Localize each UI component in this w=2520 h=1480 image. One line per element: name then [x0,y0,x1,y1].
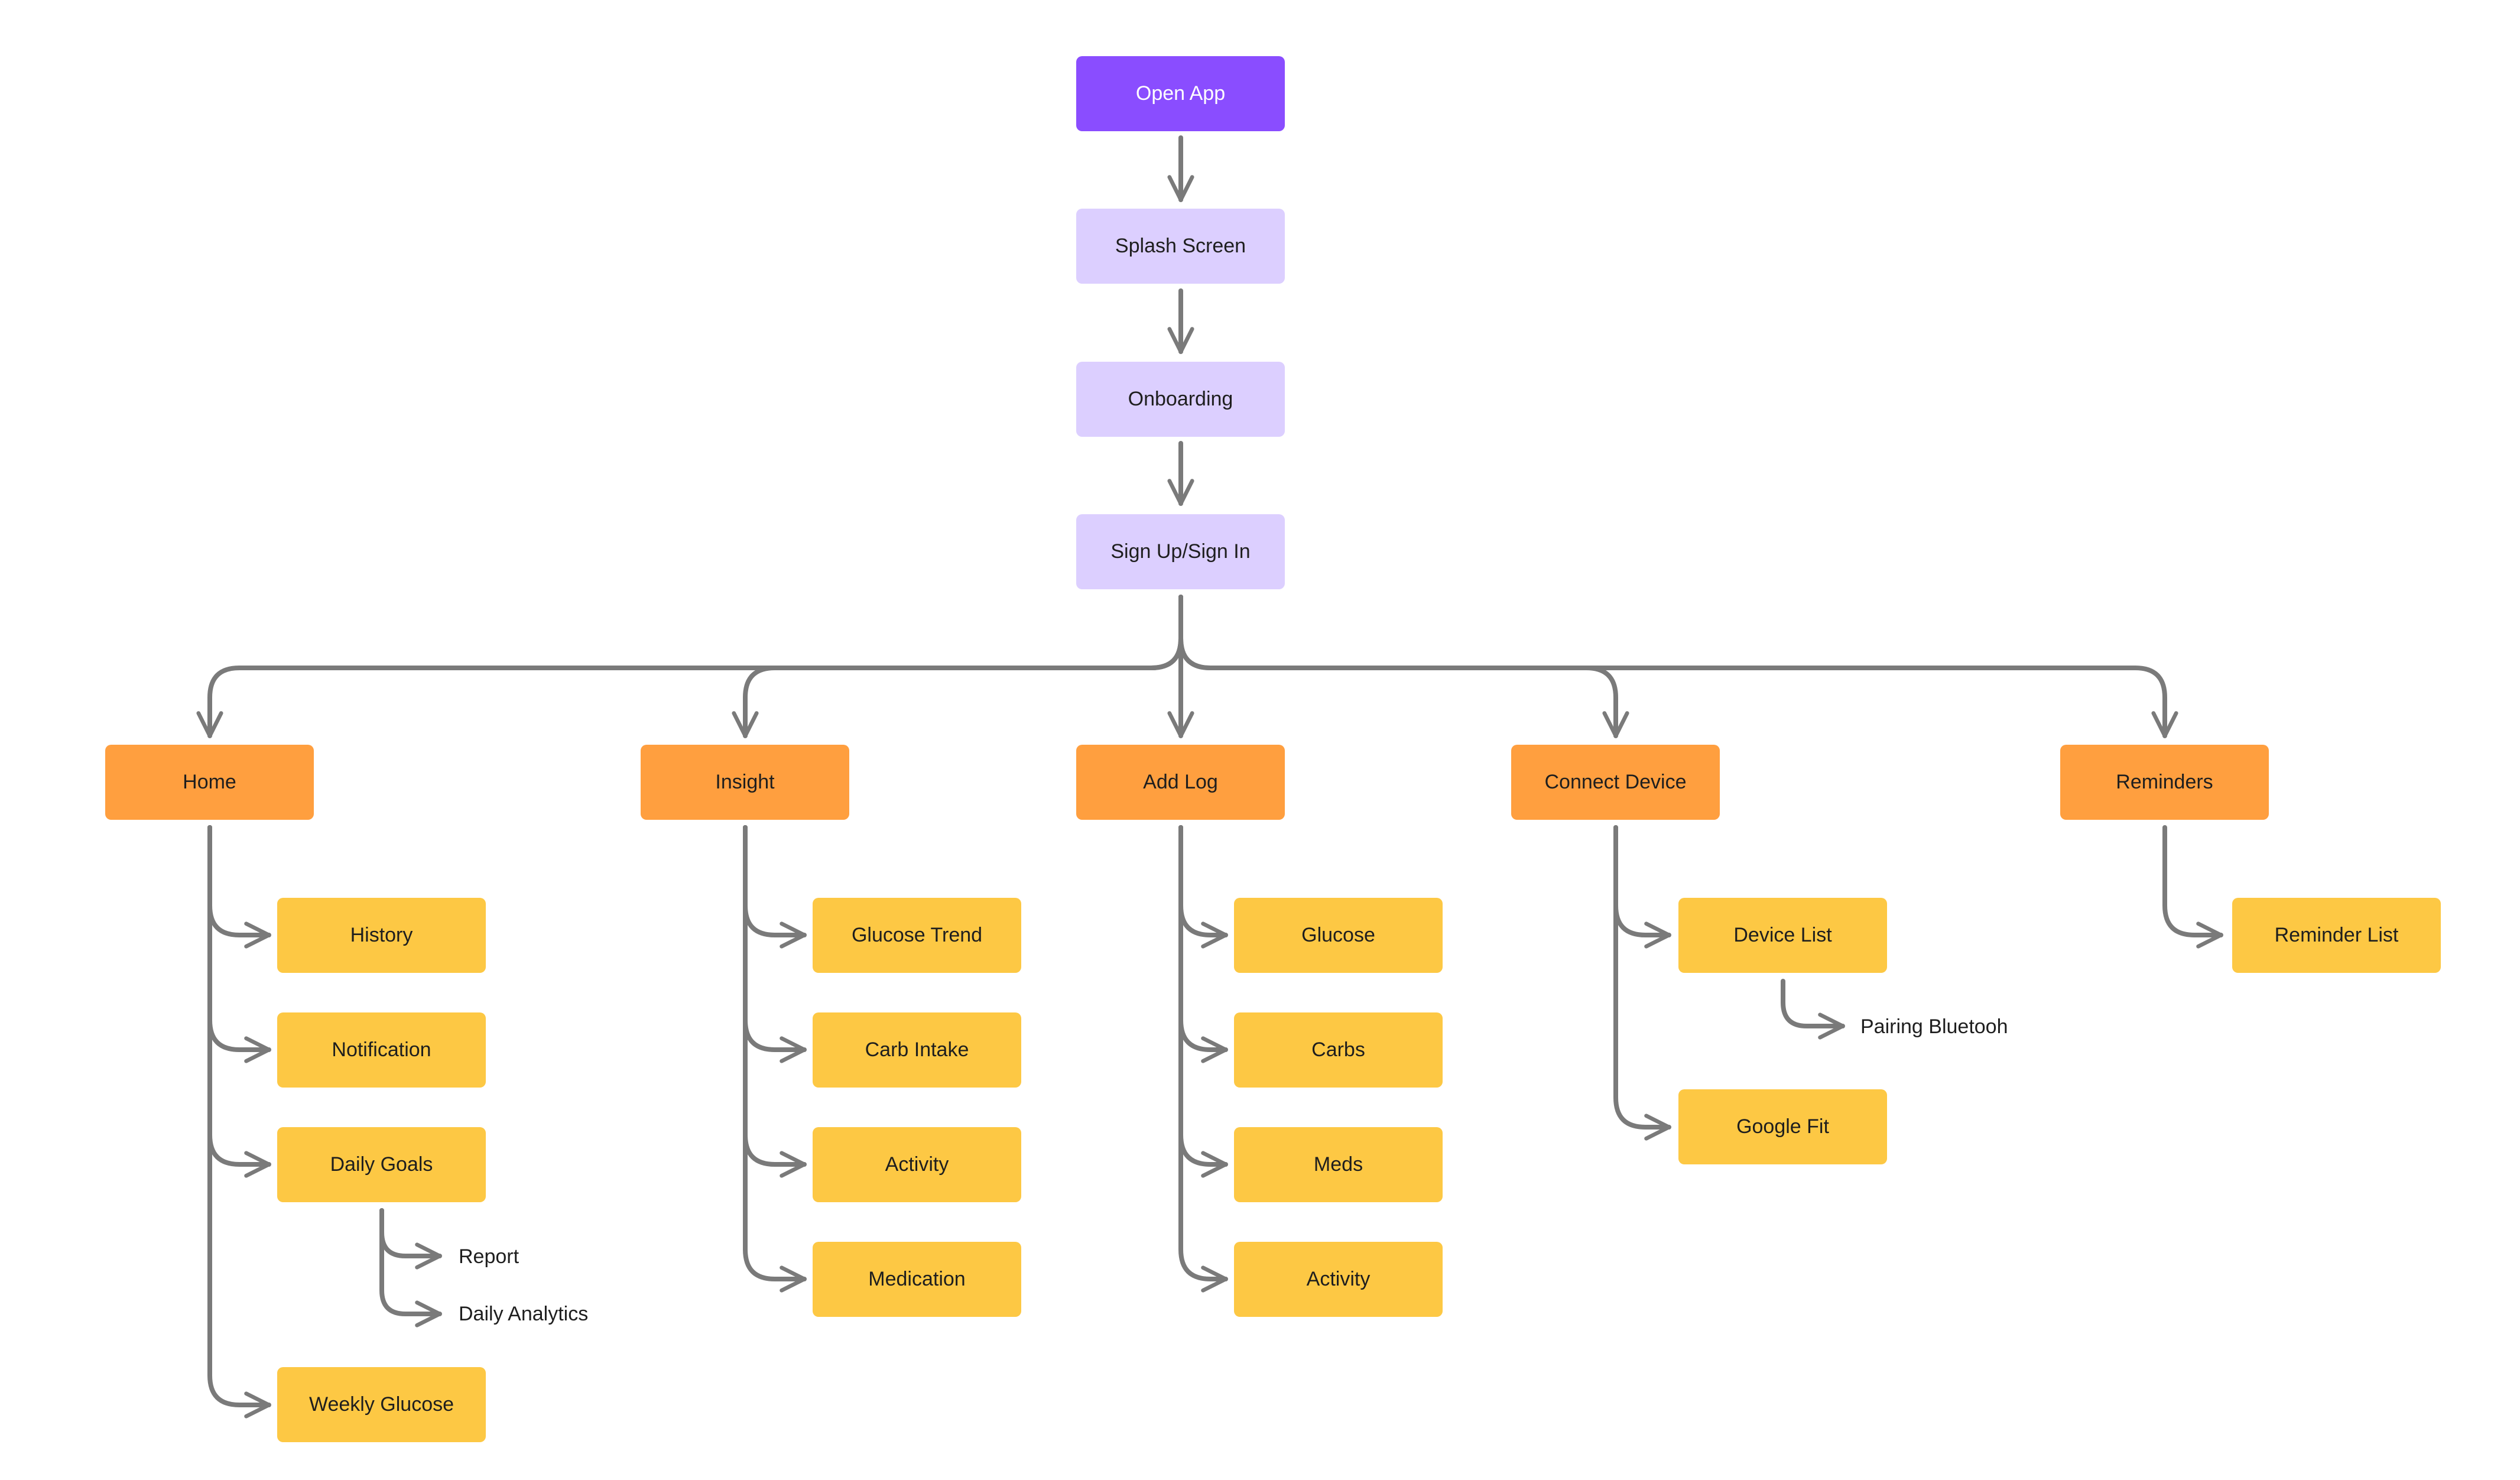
history-node: History [277,898,486,973]
glucose-trend-label: Glucose Trend [851,924,983,946]
weekly-glucose-node: Weekly Glucose [277,1367,486,1442]
weekly-glucose-label: Weekly Glucose [308,1393,454,1416]
open-app-node: Open App [1076,56,1285,131]
arrow-home-to-weekly-glucose [207,825,271,1419]
history-label: History [350,924,413,946]
arrow-reminders-to-reminder-list [2162,825,2223,949]
medication-label: Medication [868,1268,966,1290]
arrow-home-to-daily-goals [207,825,271,1178]
arrow-add-log-to-glucose [1178,825,1228,949]
sign-in-label: Sign Up/Sign In [1110,540,1251,563]
carbs-node: Carbs [1234,1012,1443,1088]
google-fit-label: Google Fit [1736,1115,1829,1138]
google-fit-node: Google Fit [1678,1089,1887,1164]
arrow-home-to-history [207,825,271,949]
arrow-connect-device-to-device-list [1613,825,1671,949]
daily-goals-label: Daily Goals [330,1153,433,1176]
add-log-node: Add Log [1076,745,1285,820]
device-list-node: Device List [1678,898,1887,973]
daily-analytics-label: Daily Analytics [459,1303,589,1325]
sign-in-node: Sign Up/Sign In [1076,514,1285,589]
arrow-connect-device-to-google-fit [1613,825,1671,1141]
notification-label: Notification [332,1038,431,1061]
arrow-signin-to-reminders [1178,595,2178,738]
carb-intake-label: Carb Intake [865,1038,969,1061]
arrow-insight-to-glucose-trend [743,825,807,949]
arrow-insight-to-carb-intake [743,825,807,1063]
daily-goals-node: Daily Goals [277,1127,486,1202]
arrow-insight-to-medication [743,825,807,1293]
connect-device-label: Connect Device [1544,771,1687,793]
glucose-node: Glucose [1234,898,1443,973]
reminders-label: Reminders [2116,771,2213,793]
meds-label: Meds [1313,1153,1363,1176]
glucose-label: Glucose [1301,924,1375,946]
add-log-label: Add Log [1143,771,1218,793]
home-node: Home [105,745,314,820]
onboarding-node: Onboarding [1076,362,1285,437]
glucose-trend-node: Glucose Trend [813,898,1021,973]
carb-intake-node: Carb Intake [813,1012,1021,1088]
reminder-list-node: Reminder List [2232,898,2441,973]
reminder-list-label: Reminder List [2274,924,2399,946]
home-label: Home [183,771,236,793]
insight-activity-label: Activity [885,1153,949,1176]
carbs-label: Carbs [1311,1038,1365,1061]
arrow-add-log-to-meds [1178,825,1228,1178]
device-list-label: Device List [1733,924,1832,946]
add-log-activity-node: Activity [1234,1242,1443,1317]
arrow-signin-to-insight [732,595,1183,738]
arrow-device-list-to-pairing [1781,979,1845,1040]
splash-screen-label: Splash Screen [1115,235,1246,257]
meds-node: Meds [1234,1127,1443,1202]
reminders-node: Reminders [2060,745,2269,820]
arrow-add-log-to-carbs [1178,825,1228,1063]
arrow-daily-goals-to-daily-analytics [379,1208,442,1328]
add-log-activity-label: Activity [1306,1268,1371,1290]
report-label: Report [459,1245,519,1268]
arrow-home-to-notification [207,825,271,1063]
connect-device-node: Connect Device [1511,745,1720,820]
insight-node: Insight [641,745,849,820]
insight-activity-node: Activity [813,1127,1021,1202]
medication-node: Medication [813,1242,1021,1317]
onboarding-label: Onboarding [1128,388,1233,410]
pairing-bluetooth-label: Pairing Bluetooh [1860,1015,2008,1038]
arrow-daily-goals-to-report [379,1208,442,1270]
notification-node: Notification [277,1012,486,1088]
arrow-add-log-to-activity [1178,825,1228,1293]
insight-label: Insight [715,771,775,793]
arrow-insight-to-activity [743,825,807,1178]
splash-screen-node: Splash Screen [1076,209,1285,284]
open-app-label: Open App [1135,82,1226,105]
